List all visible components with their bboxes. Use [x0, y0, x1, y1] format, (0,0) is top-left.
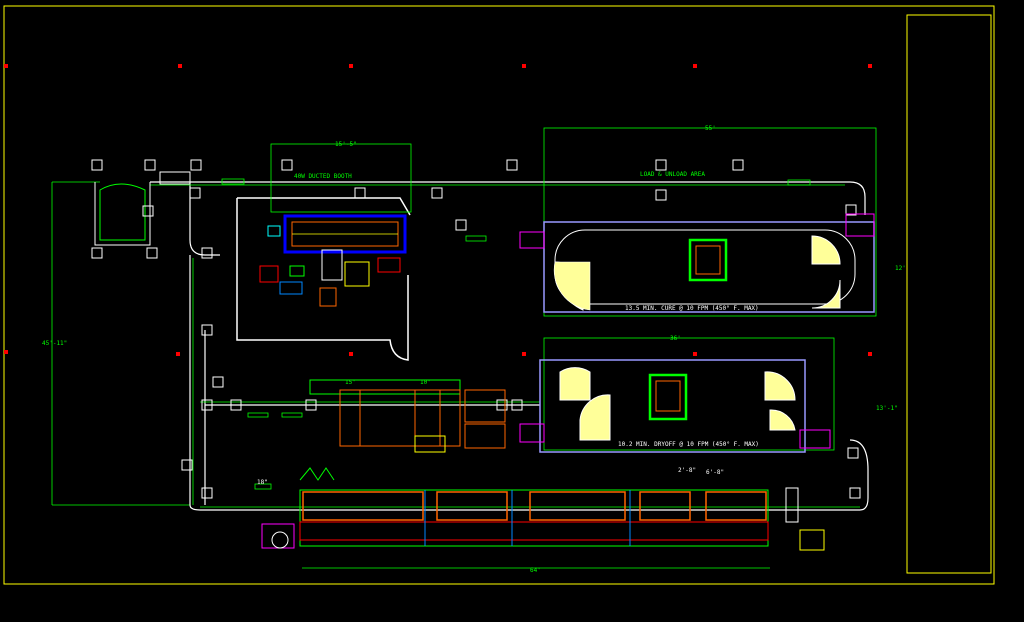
dim-overall-height: 45'-11" [42, 340, 67, 347]
pretreatment-line [261, 467, 825, 569]
drive-units [91, 159, 861, 499]
booth-room [236, 197, 411, 361]
spray-booth [259, 214, 407, 307]
load-station [94, 171, 191, 246]
dryoff-oven-label: 10.2 MIN. DRYOFF @ 10 FPM (450° F. MAX) [618, 441, 759, 448]
dry-dimension-box [543, 337, 835, 451]
booth-label: 40W DUCTED BOOTH [294, 173, 352, 180]
booth-dimension-box [270, 143, 412, 213]
conveyor-path [150, 181, 869, 511]
grid-markers [4, 64, 872, 356]
dryoff-oven [519, 359, 831, 453]
bottom-bar [0, 596, 1024, 622]
dim-pretreat-length: 64' [530, 567, 541, 574]
dim-small-1: 15' [345, 379, 356, 386]
cure-oven [519, 213, 875, 313]
dim-dry-length: 36' [670, 335, 681, 342]
cure-oven-label: 13.5 MIN. CURE @ 10 FPM (450° F. MAX) [625, 305, 759, 312]
dim-gap-1: 2'-8" [678, 467, 696, 474]
dim-gap-2: 6'-8" [706, 469, 724, 476]
conveyor-tags [221, 178, 811, 490]
conveyor-guard [150, 184, 860, 508]
dim-top-booth: 15'-5" [335, 141, 357, 148]
load-area-label: LOAD & UNLOAD AREA [640, 171, 705, 178]
dim-cure-length: 55' [705, 125, 716, 132]
dim-misc: 18" [257, 479, 268, 486]
dry-equipment [309, 379, 506, 453]
overall-dimension [51, 181, 190, 506]
dim-cure-width: 12' [895, 265, 906, 272]
title-block [906, 14, 992, 574]
sheet-border [3, 5, 995, 585]
dim-small-2: 10' [420, 379, 431, 386]
dim-dry-width: 13'-1" [876, 405, 898, 412]
